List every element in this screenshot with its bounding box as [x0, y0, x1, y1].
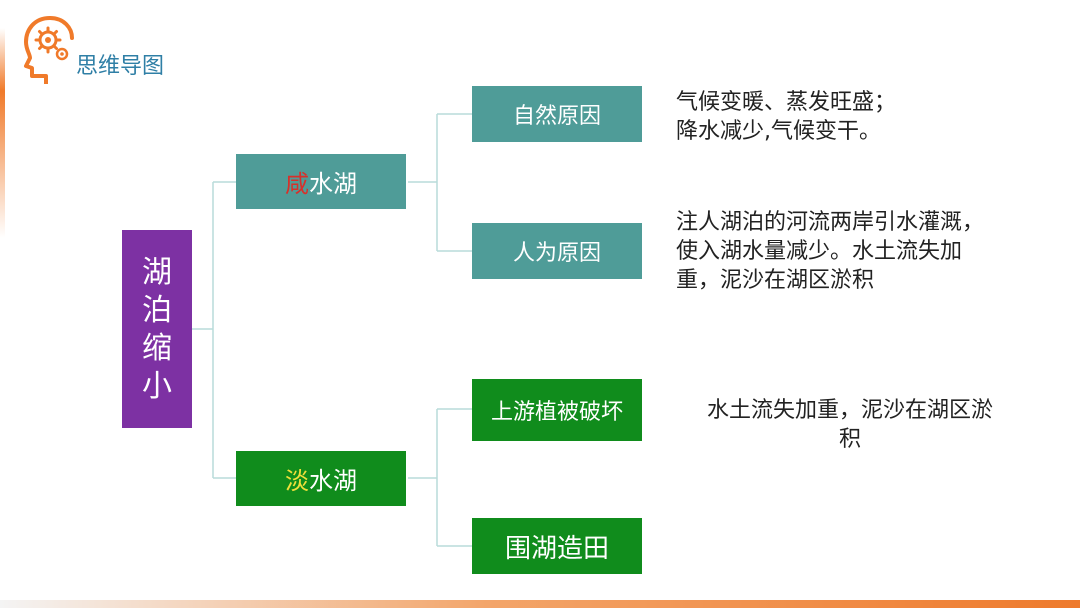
root-char: 缩: [142, 331, 172, 366]
node-lake-reclamation: 围湖造田: [472, 518, 642, 574]
node-upstream-vegetation-damage: 上游植被破坏: [472, 379, 642, 441]
node-human-cause: 人为原因: [472, 223, 642, 279]
node-fresh-lake: 淡水湖: [236, 451, 406, 506]
desc-line: 使入湖水量减少。水土流失加: [676, 239, 963, 264]
header: 思维导图: [20, 12, 210, 84]
left-accent-bar: [0, 28, 5, 238]
human-cause-description: 注人湖泊的河流两岸引水灌溉， 使入湖水量减少。水土流失加 重，泥沙在湖区淤积: [676, 208, 984, 295]
node-natural-cause: 自然原因: [472, 86, 642, 142]
desc-line: 注人湖泊的河流两岸引水灌溉，: [676, 210, 985, 235]
root-node-lake-shrinking: 湖 泊 缩 小: [122, 230, 192, 428]
desc-line: 水土流失加重，泥沙在湖区淤: [706, 398, 993, 423]
upstream-damage-description: 水土流失加重，泥沙在湖区淤 积: [680, 396, 1020, 454]
page-title: 思维导图: [76, 54, 165, 79]
fresh-lake-suffix: 水湖: [309, 467, 357, 495]
desc-line: 重，泥沙在湖区淤积: [676, 268, 875, 293]
head-with-gears-icon: [24, 16, 74, 84]
root-char: 小: [142, 369, 172, 404]
salt-lake-prefix: 咸: [285, 170, 309, 198]
desc-line: 降水减少,气候变干。: [676, 119, 881, 144]
natural-cause-description: 气候变暖、蒸发旺盛； 降水减少,气候变干。: [676, 88, 896, 146]
desc-line: 积: [838, 427, 861, 452]
desc-line: 气候变暖、蒸发旺盛；: [676, 90, 897, 115]
root-char: 泊: [142, 293, 172, 328]
bottom-accent-bar: [0, 600, 1080, 608]
salt-lake-suffix: 水湖: [309, 170, 357, 198]
fresh-lake-prefix: 淡: [285, 467, 309, 495]
node-salt-lake: 咸水湖: [236, 154, 406, 209]
root-char: 湖: [142, 255, 172, 290]
